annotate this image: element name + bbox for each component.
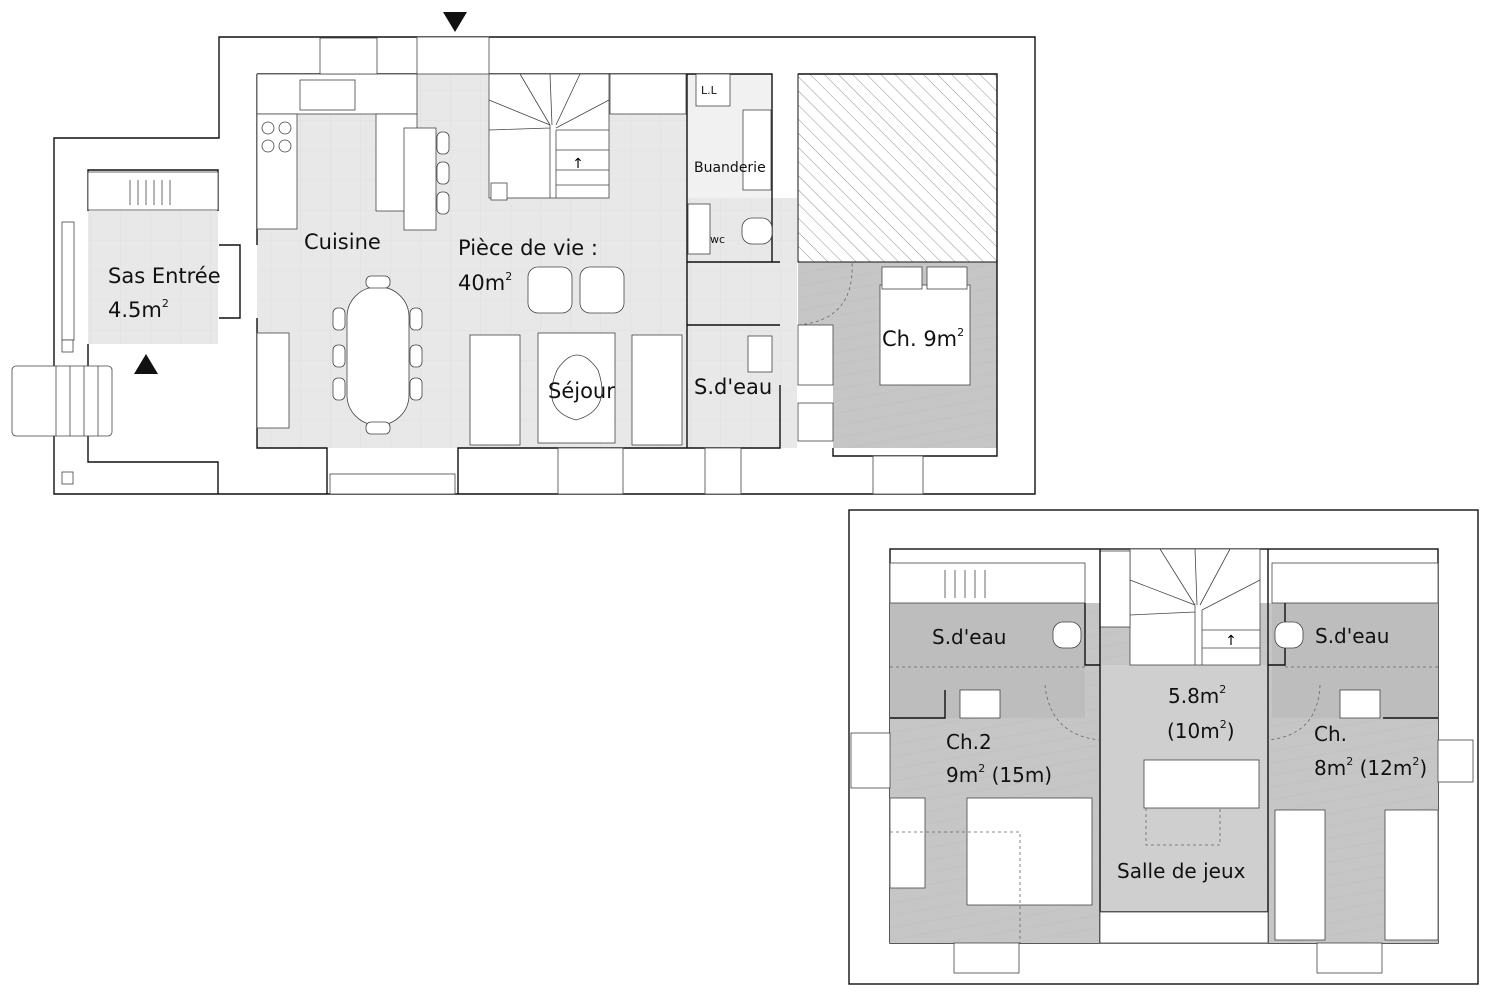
sink-left — [959, 689, 1001, 719]
ch2-label: Ch.2 — [946, 730, 992, 754]
ll-label: L.L — [701, 84, 718, 97]
sas-entree-label: Sas Entrée — [108, 264, 221, 288]
landing-area-total: (10m2) — [1167, 718, 1235, 743]
ch-label: Ch. — [1314, 722, 1347, 746]
bed-ch-1 — [1274, 809, 1326, 941]
bed-ch2 — [966, 797, 1093, 906]
upper-floor-plan: ↑ S.d'eau S.d'eau 5.8m2 (10m2) Ch.2 9m2 … — [848, 509, 1479, 985]
upper-inner-walls — [890, 549, 1438, 943]
wc-label: wc — [710, 233, 725, 246]
svg-text:↑: ↑ — [1225, 633, 1237, 649]
piece-de-vie-area: 40m2 — [458, 270, 512, 295]
ground-floor-plan: ↑ — [11, 12, 1036, 495]
entrance-arrow-left — [134, 354, 158, 374]
sofa-jeux — [1143, 759, 1260, 809]
window-upper-1 — [953, 942, 1020, 974]
ground-outer-wall — [53, 36, 1036, 495]
living-furniture — [469, 266, 683, 446]
entry-floor — [88, 211, 218, 344]
storage-jeux — [1099, 911, 1269, 944]
entrance-arrow-top — [443, 12, 467, 32]
bed-ch-2 — [1384, 809, 1439, 941]
laundry-fixtures — [609, 73, 773, 373]
window-upper-2 — [1316, 942, 1383, 974]
desk-ch2 — [889, 797, 926, 889]
staircase-ground: ↑ — [488, 73, 610, 199]
salle-de-jeux-label: Salle de jeux — [1117, 859, 1246, 883]
hatched-void — [797, 73, 998, 263]
ch2-area: 9m2 (15m) — [946, 762, 1052, 787]
toilet-left — [1052, 621, 1082, 649]
cuisine-label: Cuisine — [304, 230, 381, 254]
ch-area: 8m2 (12m2) — [1314, 755, 1427, 780]
sdeau-right-label: S.d'eau — [1315, 624, 1389, 648]
storage-right — [1271, 562, 1439, 604]
entry-details — [11, 171, 219, 485]
window-upper-4 — [1437, 739, 1474, 783]
dining-table — [332, 275, 423, 435]
sdeau-left-label: S.d'eau — [932, 625, 1006, 649]
svg-text:↑: ↑ — [572, 156, 584, 172]
sdeau-ground-label: S.d'eau — [694, 375, 772, 399]
bedroom-furniture — [797, 261, 971, 442]
window-upper-3 — [850, 732, 891, 789]
landing-area: 5.8m2 — [1168, 683, 1226, 708]
storage-left — [889, 562, 1086, 604]
ground-windows — [329, 36, 924, 495]
buanderie-label: Buanderie — [694, 160, 766, 176]
toilet-right — [1274, 621, 1304, 649]
upper-outer-frame — [848, 509, 1479, 985]
kitchen-furniture — [256, 37, 508, 429]
piece-de-vie-label: Pièce de vie : — [458, 236, 598, 260]
sas-entree-area: 4.5m2 — [108, 297, 169, 322]
sejour-label: Séjour — [548, 379, 615, 403]
sink-right — [1339, 689, 1381, 719]
chambre-label: Ch. 9m2 — [882, 326, 964, 351]
